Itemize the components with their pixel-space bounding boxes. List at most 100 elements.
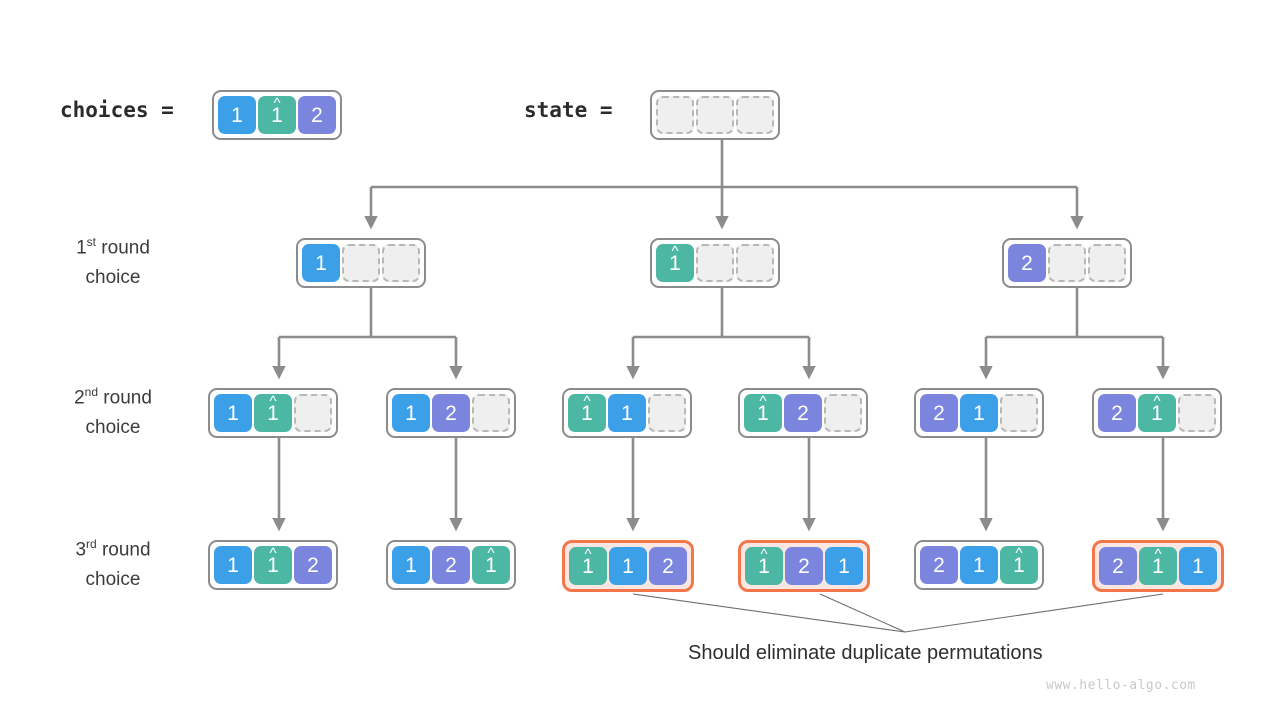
array-cell: 2 [432, 394, 470, 432]
cell-value: 1 [621, 401, 633, 425]
round-2-ordinal-number: 2 [74, 387, 85, 409]
hatted-value: ^1 [758, 547, 770, 577]
array-cell: 2 [920, 394, 958, 432]
array-cell: ^1 [254, 546, 292, 584]
circumflex-accent-icon: ^ [759, 392, 767, 410]
circumflex-accent-icon: ^ [584, 545, 592, 563]
array-cell: 2 [920, 546, 958, 584]
array-cell-empty [342, 244, 380, 282]
hatted-value: ^1 [267, 394, 279, 425]
state-array [650, 90, 780, 140]
array-cell-empty [736, 96, 774, 134]
array-cell: ^1 [1139, 547, 1177, 585]
circumflex-accent-icon: ^ [1153, 392, 1161, 410]
array-cell-empty [1088, 244, 1126, 282]
array-cell-empty [696, 96, 734, 134]
hatted-value: ^1 [581, 394, 593, 425]
array-cell: ^1 [1138, 394, 1176, 432]
duplicate-leader-lines [632, 593, 1164, 633]
array-cell: 1 [218, 96, 256, 134]
cell-value: 1 [622, 554, 634, 578]
round-1-ordinal-suffix: st [86, 235, 97, 249]
round-3-word: round [96, 539, 151, 561]
duplicate-caption: Should eliminate duplicate permutations [688, 642, 1043, 664]
cell-value: 1 [973, 553, 985, 577]
cell-value: 2 [445, 553, 457, 577]
array-cell: ^1 [744, 394, 782, 432]
array-cell: ^1 [656, 244, 694, 282]
cell-value: 1 [582, 554, 594, 578]
watermark: www.hello-algo.com [1046, 678, 1196, 693]
array-cell-empty [382, 244, 420, 282]
array-cell: 2 [298, 96, 336, 134]
array-cell: 1 [392, 394, 430, 432]
array-cell: 1 [392, 546, 430, 584]
cell-value: 1 [838, 554, 850, 578]
array-cell-empty [1000, 394, 1038, 432]
cell-value: 1 [227, 401, 239, 425]
hatted-value: ^1 [1013, 546, 1025, 576]
array-cell: 2 [1098, 394, 1136, 432]
array-cell-empty [648, 394, 686, 432]
array-cell-empty [1048, 244, 1086, 282]
array-cell-empty [696, 244, 734, 282]
round-3-choice-word: choice [85, 568, 141, 590]
cell-value: 1 [973, 401, 985, 425]
array-cell: 1 [608, 394, 646, 432]
array-cell: 2 [785, 547, 823, 585]
round-label-1: 1st round choice [23, 233, 203, 292]
array-cell: 1 [825, 547, 863, 585]
array-cell-empty [294, 394, 332, 432]
array-cell-empty [472, 394, 510, 432]
circumflex-accent-icon: ^ [273, 94, 281, 112]
round-2-word: round [98, 387, 152, 409]
round-1-node-1: 1 [296, 238, 426, 288]
cell-value: 2 [1112, 554, 1124, 578]
array-cell: 1 [609, 547, 647, 585]
circumflex-accent-icon: ^ [671, 242, 679, 260]
hatted-value: ^1 [1152, 547, 1164, 577]
cell-value: 1 [231, 103, 243, 127]
cell-value: 2 [307, 553, 319, 577]
cell-value: 1 [1192, 554, 1204, 578]
round-2-node-1: 1^1 [208, 388, 338, 438]
round-label-2: 2nd round choice [23, 383, 203, 442]
array-cell: ^1 [254, 394, 292, 432]
array-cell: 2 [294, 546, 332, 584]
cell-value: 2 [1021, 251, 1033, 275]
cell-value: 2 [311, 103, 323, 127]
array-cell: 1 [960, 546, 998, 584]
round-3-node-6-duplicate: 2 ^1 1 [1092, 540, 1224, 592]
circumflex-accent-icon: ^ [583, 392, 591, 410]
cell-value: 1 [405, 553, 417, 577]
array-cell: ^1 [1000, 546, 1038, 584]
round-1-ordinal-number: 1 [76, 237, 87, 259]
array-cell: 2 [432, 546, 470, 584]
hatted-value: ^1 [271, 96, 283, 127]
cell-value: 1 [271, 103, 283, 127]
circumflex-accent-icon: ^ [760, 545, 768, 563]
circumflex-accent-icon: ^ [269, 392, 277, 410]
array-cell-empty [824, 394, 862, 432]
cell-value: 1 [405, 401, 417, 425]
round-1-word: round [96, 237, 150, 259]
array-cell: 1 [214, 394, 252, 432]
cell-value: 1 [669, 251, 681, 275]
choices-label: choices = [60, 98, 174, 122]
array-cell: 2 [1099, 547, 1137, 585]
circumflex-accent-icon: ^ [1154, 545, 1162, 563]
hatted-value: ^1 [1151, 394, 1163, 424]
cell-value: 2 [1111, 401, 1123, 425]
round-1-node-2: ^1 [650, 238, 780, 288]
cell-value: 1 [267, 401, 279, 425]
round-1-node-3: 2 [1002, 238, 1132, 288]
cell-value: 1 [581, 401, 593, 425]
cell-value: 1 [485, 553, 497, 577]
array-cell: ^1 [569, 547, 607, 585]
